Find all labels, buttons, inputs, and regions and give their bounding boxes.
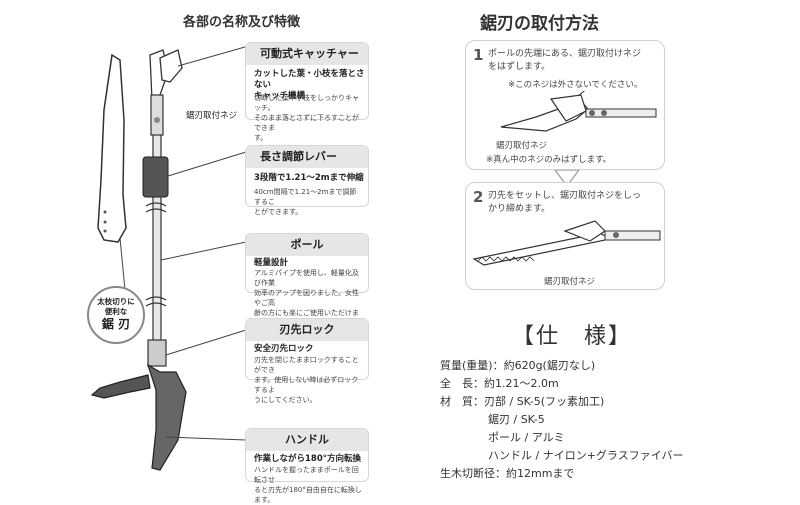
spec-material-saw: 鋸刃 / SK-5 xyxy=(488,413,545,426)
spec-material-pole: ポール / アルミ xyxy=(488,431,565,444)
step-1-text: ポールの先端にある、鋸刃取付けネジ をはずします。 xyxy=(488,49,642,72)
feature-lever-sub: 3段階で1.21～2mまで伸縮 xyxy=(254,173,364,183)
step-2-panel: 2 刃先をセットし、鋸刃取付ネジをしっ かり締めます。 鋸刃取付ネジ xyxy=(465,182,665,290)
step-2-text: 刃先をセットし、鋸刃取付ネジをしっ かり締めます。 xyxy=(488,191,642,214)
feature-lever: 長さ調節レバー 3段階で1.21～2mまで伸縮 40cm間隔で1.21～2mまで… xyxy=(245,145,369,216)
saw-blade-image xyxy=(97,53,127,243)
feature-catcher: 可動式キャッチャー カットした葉・小枝を落とさない キャッチ機構 切断した葉や小… xyxy=(245,42,369,142)
spec-title: 【仕 様】 xyxy=(512,324,633,349)
feature-lever-title: 長さ調節レバー xyxy=(246,146,368,168)
feature-lock-sub: 安全刃先ロック xyxy=(254,344,314,354)
spec-length: 全 長：約1.21～2.0m xyxy=(440,377,559,390)
step-1-number: 1 xyxy=(473,46,484,64)
step-2-illustration xyxy=(472,220,661,266)
cutter-head-image xyxy=(149,49,183,136)
blade-badge: 太枝切りに 便利な 鋸 刃 xyxy=(87,286,145,344)
feature-catcher-desc: 切断した葉や小枝をしっかりキャッチ。 そのまま落とさずに下ろすことができま す。 xyxy=(254,94,359,142)
feature-pole: ポール 軽量設計 アルミパイプを使用し、軽量化及び作業 効率のアップを図りました… xyxy=(245,233,369,327)
blade-badge-line1: 太枝切りに xyxy=(97,297,135,306)
spec-cut-diameter: 生木切断径：約12mmまで xyxy=(440,467,575,480)
feature-catcher-title: 可動式キャッチャー xyxy=(246,43,368,65)
step-1-panel: 1 ポールの先端にある、鋸刃取付けネジ をはずします。 ※このネジは外さないでく… xyxy=(465,40,665,170)
length-lever-image xyxy=(142,156,169,198)
step-1-note: ※このネジは外さないでください。 xyxy=(508,80,643,90)
spec-material-handle: ハンドル / ナイロン+グラスファイバー xyxy=(488,449,684,462)
feature-handle-sub: 作業しながら180°方向転換 xyxy=(254,454,361,464)
spec-material-blade: 材 質：刃部 / SK-5(フッ素加工) xyxy=(440,395,605,408)
step-2-screw-label: 鋸刃取付ネジ xyxy=(544,277,596,287)
handle-image xyxy=(90,339,187,471)
step-2-number: 2 xyxy=(473,188,484,206)
blade-badge-line3: 鋸 刃 xyxy=(101,317,131,331)
right-section-title: 鋸刃の取付方法 xyxy=(480,14,599,34)
blade-badge-line2: 便利な xyxy=(104,307,128,316)
feature-pole-title: ポール xyxy=(246,234,368,256)
feature-pole-sub: 軽量設計 xyxy=(254,258,289,268)
feature-handle-desc: ハンドルを握ったままポールを回転させ ると刃先が180°自由自在に転換します。 xyxy=(254,466,362,504)
feature-catcher-sub: カットした葉・小枝を落とさない キャッチ機構 xyxy=(254,69,365,101)
feature-lock-desc: 刃先を閉じたまま口ックすることができ ます。使用しない時は必ずロックするよ うに… xyxy=(254,356,359,404)
arrow-down-icon xyxy=(554,170,580,187)
spec-weight: 質量(重量)：約620g(鋸刃なし) xyxy=(440,359,596,372)
feature-lock-title: 刃先ロック xyxy=(246,319,368,341)
feature-handle-title: ハンドル xyxy=(246,429,368,451)
pole-image xyxy=(152,119,162,346)
step-1-note-2: ※真ん中のネジのみはずします。 xyxy=(486,155,612,165)
feature-lock: 刃先ロック 安全刃先ロック 刃先を閉じたまま口ックすることができ ます。使用しな… xyxy=(245,318,369,404)
step-1-screw-label: 鋸刃取付ネジ xyxy=(496,141,548,151)
left-section-title: 各部の名称及び特徴 xyxy=(183,15,301,30)
feature-lever-desc: 40cm間隔で1.21～2mまで調節するこ とができます。 xyxy=(254,188,357,216)
screw-label: 鋸刃取付ネジ xyxy=(186,111,238,121)
feature-handle: ハンドル 作業しながら180°方向転換 ハンドルを握ったままポールを回転させ る… xyxy=(245,428,369,504)
tool-illustration xyxy=(90,46,247,471)
step-1-illustration xyxy=(500,91,657,132)
